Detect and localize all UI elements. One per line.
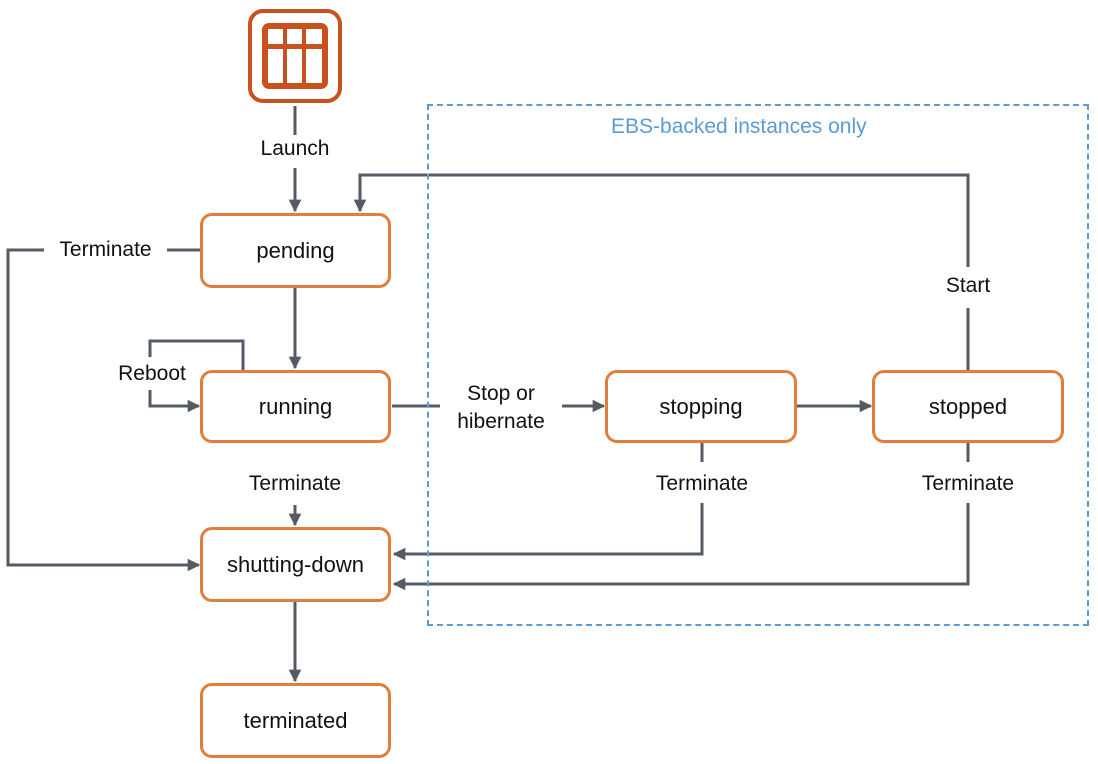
- hibernate-line: hibernate: [457, 410, 545, 433]
- ebs-region: [427, 104, 1089, 626]
- pending-terminate-label: Terminate: [59, 238, 152, 261]
- reboot-loop-top: [148, 339, 245, 370]
- reboot-loop-arrow: [148, 390, 201, 413]
- running-terminate-label: Terminate: [248, 472, 342, 495]
- start-arrow: [353, 173, 970, 267]
- stopping-terminate-arrow: [392, 503, 704, 561]
- state-shutting-down-label: shutting-down: [227, 551, 364, 577]
- state-running: running: [200, 370, 391, 443]
- state-running-label: running: [258, 393, 333, 419]
- state-stopped-label: stopped: [928, 393, 1008, 419]
- state-shutting-down: shutting-down: [200, 527, 391, 602]
- start-label: Start: [945, 274, 991, 297]
- launch-label: Launch: [260, 137, 330, 160]
- state-pending: pending: [200, 213, 391, 288]
- state-terminated: terminated: [200, 683, 391, 758]
- stopped-terminate-arrow: [392, 503, 970, 591]
- state-pending-label: pending: [256, 237, 335, 263]
- state-terminated-label: terminated: [243, 707, 348, 733]
- pending-terminate-arrow: [6, 248, 201, 572]
- stop-or-line: Stop or: [467, 382, 535, 405]
- stop-or-hibernate-label: Stop or hibernate: [440, 380, 562, 436]
- state-stopped: stopped: [872, 370, 1064, 443]
- state-stopping-label: stopping: [659, 393, 743, 419]
- ec2-instance-icon: [248, 9, 342, 103]
- state-stopping: stopping: [605, 370, 797, 443]
- stopped-terminate-label: Terminate: [921, 472, 1015, 495]
- reboot-label: Reboot: [118, 362, 186, 385]
- stopping-terminate-label: Terminate: [655, 472, 749, 495]
- ebs-region-title: EBS-backed instances only: [611, 115, 867, 138]
